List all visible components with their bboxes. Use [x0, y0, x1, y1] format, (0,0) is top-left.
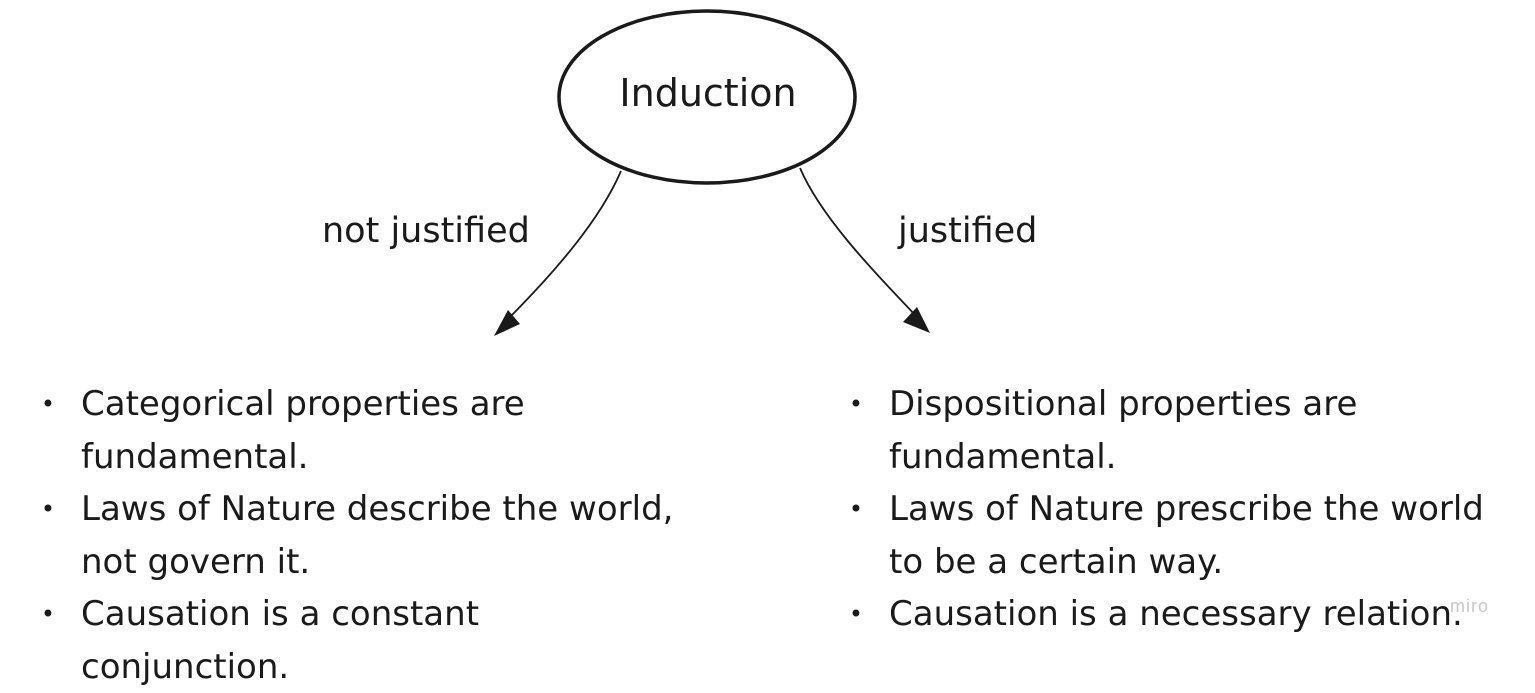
edge-justified-arrowhead	[903, 307, 930, 333]
bullet-icon: •	[40, 390, 56, 418]
bullet-icon: •	[848, 600, 864, 628]
list-item-line: fundamental.	[81, 436, 309, 477]
edge-not-justified-arrowhead	[494, 310, 520, 336]
list-item-line: Causation is a necessary relation.	[889, 594, 1463, 634]
list-item-line: Categorical properties are	[81, 384, 525, 424]
list-item: • Causation is a constant conjunction.	[38, 588, 698, 693]
list-item-line: fundamental.	[889, 436, 1117, 477]
edge-not-justified-line	[504, 170, 622, 323]
list-item: • Categorical properties are fundamental…	[38, 378, 698, 483]
list-item: • Laws of Nature prescribe the world to …	[846, 483, 1506, 588]
list-item-line: to be a certain way.	[889, 541, 1224, 582]
list-item: • Dispositional properties are fundament…	[846, 378, 1506, 483]
list-item: • Laws of Nature describe the world, not…	[38, 483, 698, 588]
right-bullet-list: • Dispositional properties are fundament…	[846, 378, 1506, 641]
diagram-canvas	[494, 9, 930, 336]
list-item-line: not govern it.	[81, 541, 311, 582]
edge-label-justified: justified	[898, 211, 1038, 251]
bullet-icon: •	[40, 600, 56, 628]
list-item: • Causation is a necessary relation.	[846, 588, 1506, 641]
left-bullet-list: • Categorical properties are fundamental…	[38, 378, 698, 693]
list-item-line: Dispositional properties are	[889, 384, 1358, 424]
list-item-line: Laws of Nature describe the world,	[81, 489, 674, 529]
edge-label-not-justified: not justified	[322, 211, 530, 251]
list-item-line: Causation is a constant conjunction.	[81, 594, 480, 687]
list-item-line: Laws of Nature prescribe the world	[889, 489, 1484, 529]
miro-watermark: miro	[1450, 596, 1489, 616]
bullet-icon: •	[40, 495, 56, 523]
bullet-icon: •	[848, 390, 864, 418]
bullet-icon: •	[848, 495, 864, 523]
induction-ellipse[interactable]	[557, 9, 857, 185]
induction-node-label: Induction	[619, 71, 797, 115]
edge-justified-line	[799, 167, 919, 319]
